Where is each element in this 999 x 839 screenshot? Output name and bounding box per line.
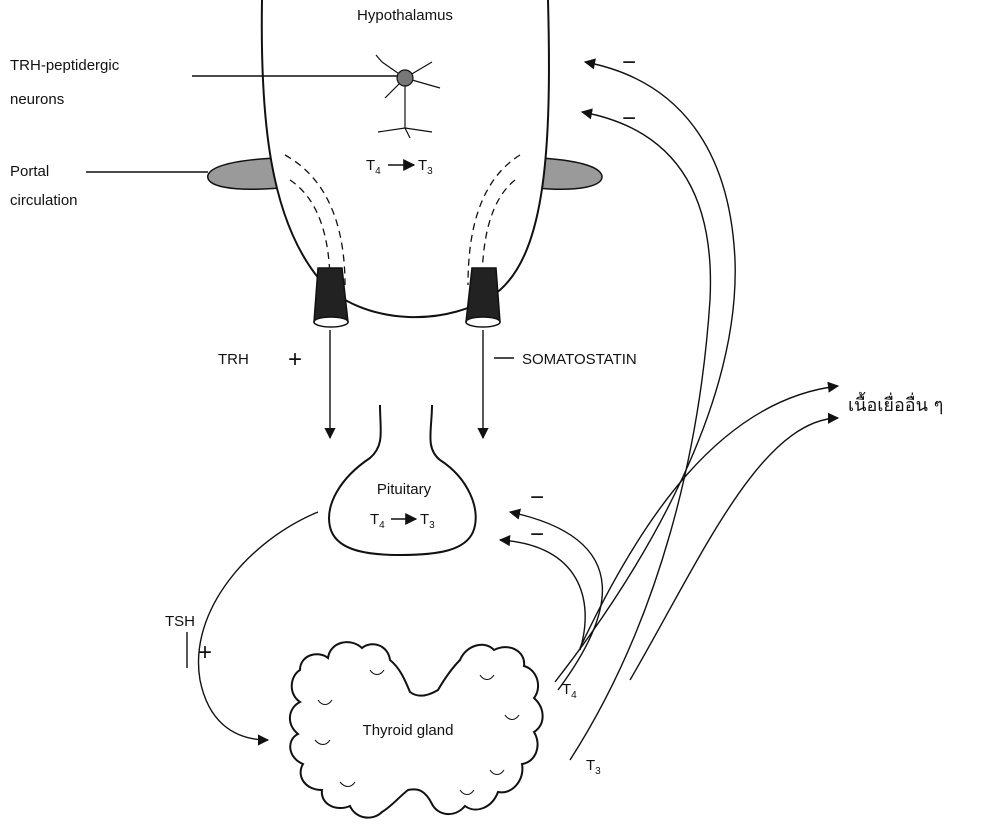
t3-label: T3	[586, 757, 601, 777]
trh-label: TRH	[218, 351, 249, 368]
hypothalamus-shape	[262, 0, 549, 317]
thyroid-gland-label: Thyroid gland	[363, 722, 454, 739]
t4-feedback-hypothalamus	[555, 62, 735, 682]
vessel-stalk-right	[466, 268, 500, 327]
t4-label: T4	[562, 681, 577, 701]
portal-label-1: Portal	[10, 163, 49, 180]
t3-feedback-pituitary	[500, 540, 585, 650]
trh-plus: +	[288, 346, 302, 373]
somatostatin-label: SOMATOSTATIN	[522, 351, 637, 368]
t3-to-tissues-arrow	[630, 418, 838, 680]
tsh-label: TSH	[165, 613, 195, 630]
portal-label-2: circulation	[10, 192, 78, 209]
trh-neurons-label-2: neurons	[10, 91, 64, 108]
hypothalamus-minus-1: −	[622, 49, 636, 76]
t4-to-tissues-arrow	[580, 386, 838, 648]
pituitary-minus-2: −	[530, 521, 544, 548]
hypothalamus-minus-2: −	[622, 105, 636, 132]
pituitary-shape	[329, 405, 476, 555]
pituitary-minus-1: −	[530, 484, 544, 511]
portal-lobe-left	[208, 158, 280, 189]
tsh-plus: +	[198, 639, 212, 666]
other-tissues-label: เนื้อเยื่ออื่น ๆ	[848, 392, 943, 416]
trh-neurons-label-1: TRH-peptidergic	[10, 57, 120, 74]
vessel-stalk-left	[314, 268, 348, 327]
pituitary-label: Pituitary	[377, 481, 432, 498]
hypothalamus-label: Hypothalamus	[357, 7, 453, 24]
